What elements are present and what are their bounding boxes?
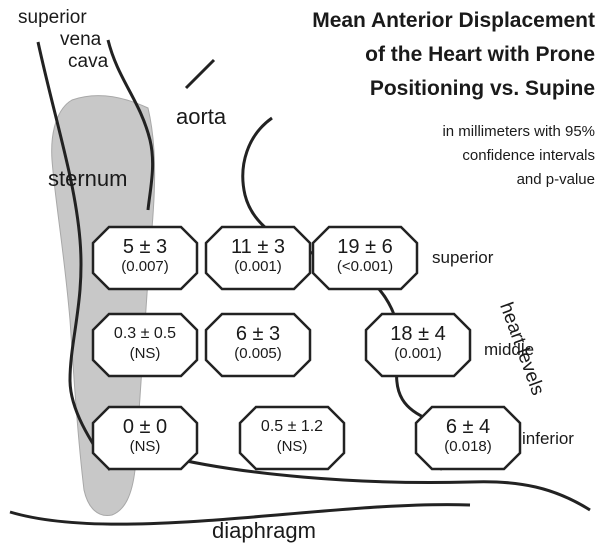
cell-value: 0 ± 0: [90, 416, 200, 438]
title-line-1: Mean Anterior Displacement: [312, 10, 595, 31]
cell-value: 18 ± 4: [363, 323, 473, 345]
cell-p-value: (0.018): [413, 438, 523, 456]
svc-label-2: vena: [60, 30, 101, 49]
aorta-label: aorta: [176, 106, 226, 128]
title-line-2: of the Heart with Prone: [365, 44, 595, 65]
cell-r3-c2: 0.5 ± 1.2(NS): [237, 416, 347, 456]
cell-value: 0.5 ± 1.2: [237, 416, 347, 438]
cell-value: 5 ± 3: [90, 236, 200, 258]
cell-value: 6 ± 4: [413, 416, 523, 438]
cell-r3-c1: 0 ± 0(NS): [90, 416, 200, 456]
title-line-3: Positioning vs. Supine: [370, 78, 595, 99]
cell-value: 6 ± 3: [203, 323, 313, 345]
cell-p-value: (NS): [90, 345, 200, 363]
cell-value: 19 ± 6: [310, 236, 420, 258]
cell-value: 11 ± 3: [203, 236, 313, 258]
cell-p-value: (0.005): [203, 345, 313, 363]
cell-r2-c1: 0.3 ± 0.5(NS): [90, 323, 200, 363]
aorta-line: [186, 60, 214, 88]
cell-p-value: (0.001): [363, 345, 473, 363]
cell-p-value: (0.007): [90, 258, 200, 276]
sternum-label: sternum: [48, 168, 127, 190]
level-label-superior: superior: [432, 249, 493, 266]
cell-p-value: (NS): [237, 438, 347, 456]
svc-label-3: cava: [68, 52, 108, 71]
svc-label-1: superior: [18, 8, 87, 27]
cell-r2-c3: 18 ± 4(0.001): [363, 323, 473, 363]
cell-value: 0.3 ± 0.5: [90, 323, 200, 345]
cell-p-value: (0.001): [203, 258, 313, 276]
subtitle-line-1: in millimeters with 95%: [442, 124, 595, 139]
cell-p-value: (<0.001): [310, 258, 420, 276]
diaphragm-label: diaphragm: [212, 520, 316, 542]
cell-p-value: (NS): [90, 438, 200, 456]
cell-r1-c2: 11 ± 3(0.001): [203, 236, 313, 276]
cell-r3-c3: 6 ± 4(0.018): [413, 416, 523, 456]
level-label-inferior: inferior: [522, 430, 574, 447]
subtitle-line-3: and p-value: [517, 172, 595, 187]
cell-r1-c3: 19 ± 6(<0.001): [310, 236, 420, 276]
cell-r1-c1: 5 ± 3(0.007): [90, 236, 200, 276]
subtitle-line-2: confidence intervals: [462, 148, 595, 163]
cell-r2-c2: 6 ± 3(0.005): [203, 323, 313, 363]
diaphragm-curve-2: [160, 455, 590, 510]
